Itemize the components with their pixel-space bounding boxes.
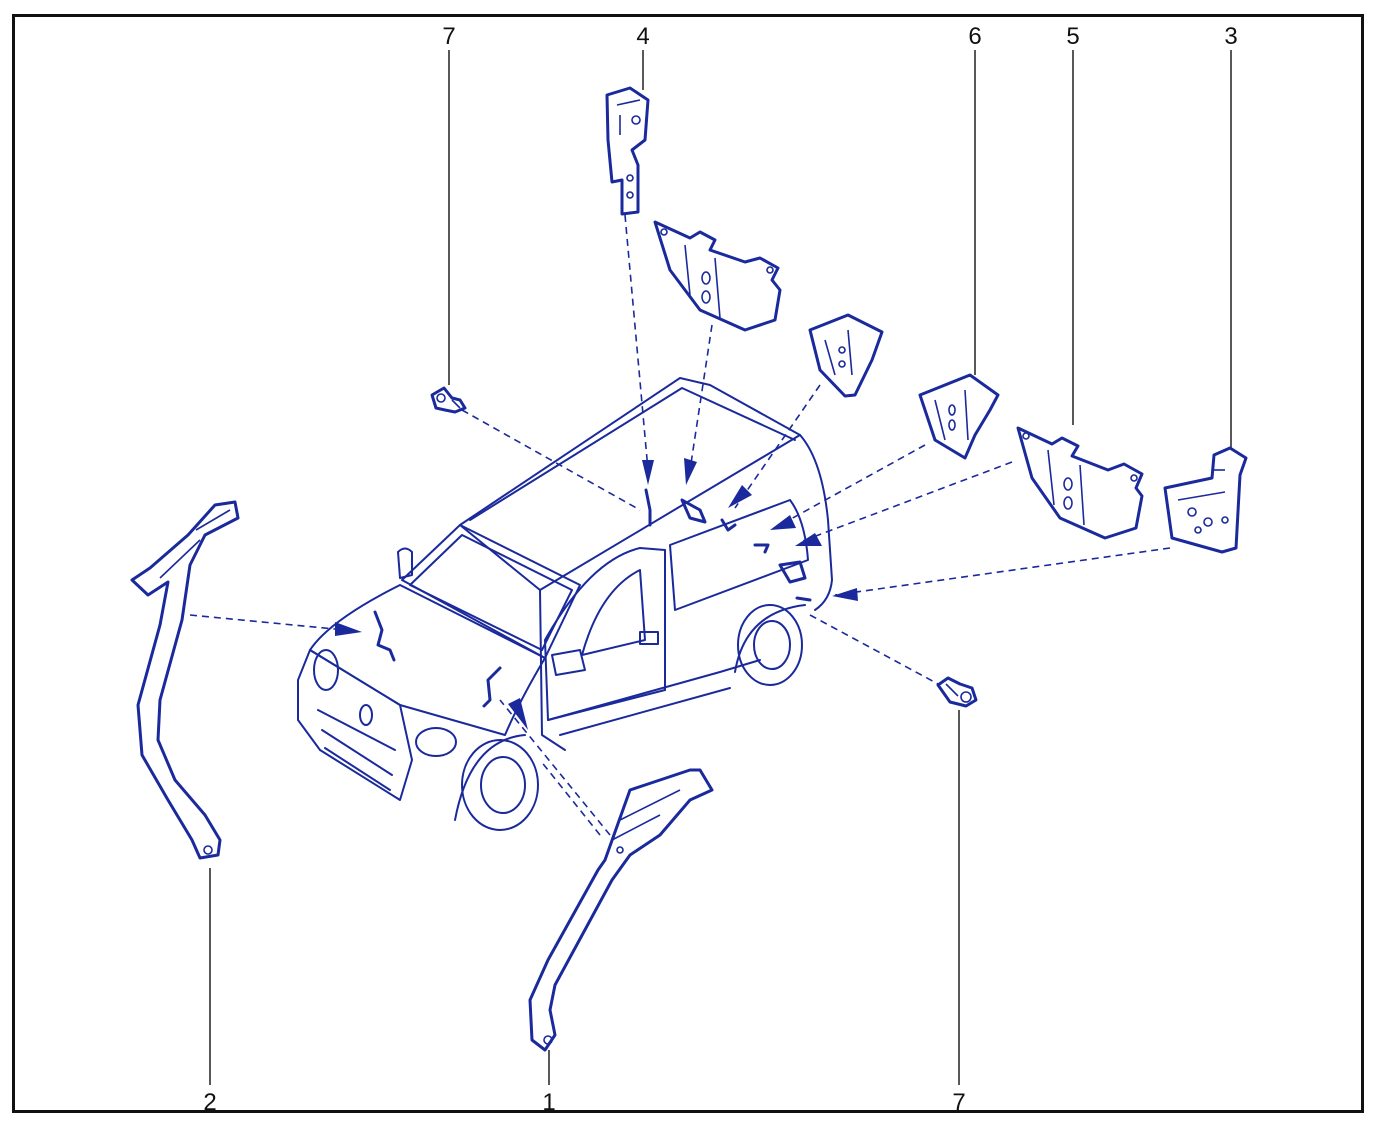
- part-2-left-strut: [130, 500, 240, 860]
- part-3-hinge-bracket: [1163, 446, 1248, 554]
- label-part-7-top: 7: [442, 23, 455, 50]
- label-part-1: 1: [542, 1089, 555, 1116]
- part-6-bracket: [918, 373, 1000, 460]
- leader-lines: [209, 50, 1232, 1085]
- assembly-lines: [189, 214, 1171, 836]
- label-part-3: 3: [1224, 23, 1237, 50]
- arrow-heads: [335, 458, 858, 730]
- middle-small-bracket: [808, 313, 884, 398]
- part-1-lower-strut: [528, 768, 714, 1052]
- diagram-frame: [12, 14, 1364, 1113]
- upper-wide-bracket: [653, 220, 782, 332]
- vehicle-outline: [297, 377, 833, 831]
- label-part-5: 5: [1066, 23, 1079, 50]
- part-4-hinge-bracket: [605, 86, 650, 216]
- label-part-7-bottom: 7: [952, 1089, 965, 1116]
- clip-fastener-top: [430, 386, 467, 414]
- clip-fastener-bottom: [936, 676, 978, 708]
- label-part-4: 4: [636, 23, 649, 50]
- label-part-6: 6: [968, 23, 981, 50]
- car-attachment-marks: [373, 488, 812, 708]
- part-5-wide-bracket: [1016, 426, 1144, 540]
- label-part-2: 2: [203, 1089, 216, 1116]
